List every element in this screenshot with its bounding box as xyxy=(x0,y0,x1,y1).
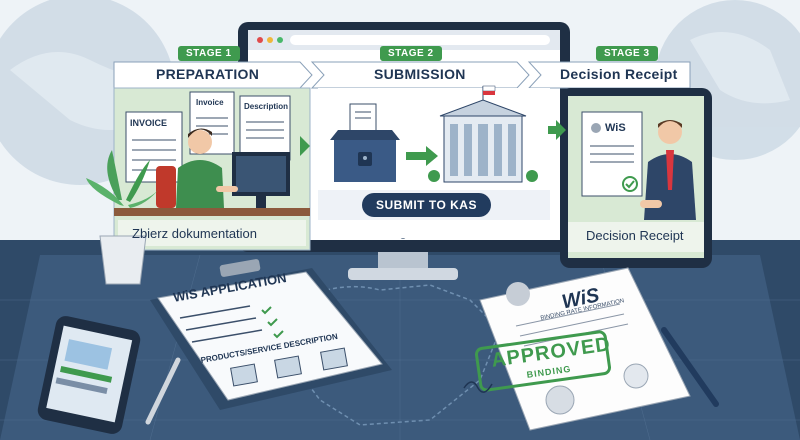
stage-3-title: Decision Receipt xyxy=(560,66,678,82)
stage-strip xyxy=(113,61,691,89)
seal-icon-2 xyxy=(623,363,649,389)
ballot-box xyxy=(330,103,400,182)
invoice-large-label: INVOICE xyxy=(130,118,168,128)
plant xyxy=(86,150,160,285)
seal-icon xyxy=(545,385,575,415)
pen-right xyxy=(661,327,719,407)
description-doc xyxy=(239,95,291,161)
stage-1-tag: STAGE 1 xyxy=(178,46,240,61)
officer-figure xyxy=(640,120,696,220)
tablet xyxy=(560,88,712,268)
binding-certificate xyxy=(463,267,691,431)
arrow-right-icon-2 xyxy=(548,120,566,140)
arrow-right-icon-3 xyxy=(300,136,310,156)
stage-2-tag: STAGE 2 xyxy=(380,46,442,61)
decision-doc xyxy=(581,111,643,197)
smartphone xyxy=(37,316,141,434)
application-clipboard xyxy=(150,259,392,410)
description-label: Description xyxy=(244,102,289,111)
stage-1-title: PREPARATION xyxy=(156,66,260,82)
pen-left xyxy=(145,357,181,425)
government-building xyxy=(439,85,527,183)
eagle-emblem-icon xyxy=(506,282,530,306)
arrow-right-icon xyxy=(406,146,438,166)
tablet-doc-title: WiS xyxy=(605,122,626,134)
stage-3-caption: Decision Receipt xyxy=(586,228,684,243)
stage-3-tag: STAGE 3 xyxy=(596,46,658,61)
person-working xyxy=(156,128,238,208)
signature-mark xyxy=(463,381,493,393)
approved-stamp-frame xyxy=(474,330,612,392)
stage-2-title: SUBMISSION xyxy=(374,66,466,82)
stage-1-caption: Zbierz dokumentation xyxy=(132,226,258,241)
submit-to-kas-button[interactable]: SUBMIT TO KAS xyxy=(362,193,491,217)
invoice-small-label: Invoice xyxy=(196,98,224,107)
